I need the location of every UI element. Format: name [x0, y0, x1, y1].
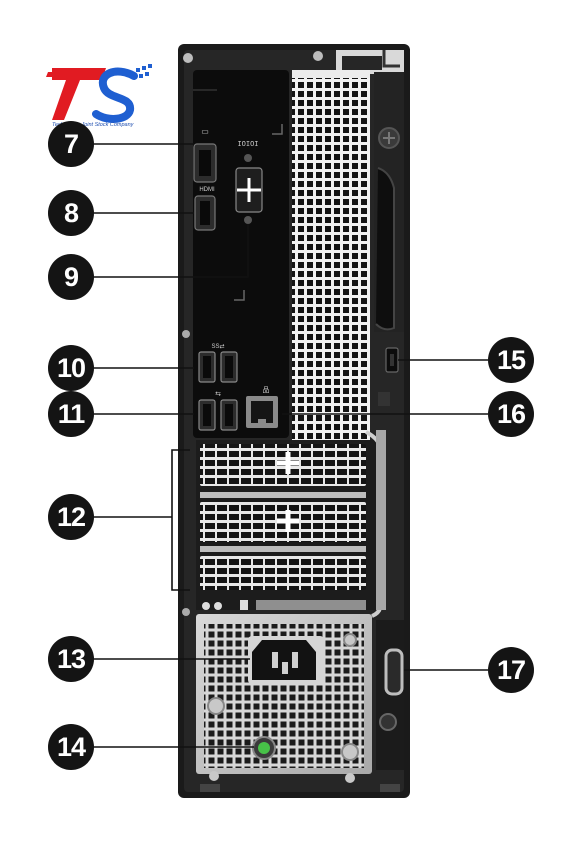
svg-text:IOIOI: IOIOI [237, 141, 258, 149]
svg-text:▭: ▭ [201, 127, 209, 136]
power-connector [252, 640, 316, 680]
svg-text:⇆: ⇆ [215, 391, 221, 398]
callout-14: 14 [48, 724, 94, 770]
svg-text:品: 品 [263, 386, 270, 394]
callout-17: 17 [488, 647, 534, 693]
callout-12: 12 [48, 494, 94, 540]
logo-mark-icon [46, 64, 152, 123]
callout-15: 15 [488, 337, 534, 383]
leader-lines [90, 143, 488, 748]
expansion-slot-cover [200, 556, 366, 590]
upper-vent [292, 76, 370, 440]
svg-text:HDMI: HDMI [199, 187, 215, 193]
padlock-ring [384, 648, 404, 696]
brand-logo: Technology Joint Stock Company [46, 58, 156, 136]
callout-13: 13 [48, 636, 94, 682]
callout-16: 16 [488, 391, 534, 437]
callout-8: 8 [48, 190, 94, 236]
io-shield [193, 70, 289, 438]
callout-10: 10 [48, 345, 94, 391]
brand-tagline: Technology Joint Stock Company [52, 122, 134, 128]
callout-7: 7 [48, 121, 94, 167]
callout-11: 11 [48, 391, 94, 437]
svg-text:SS⇄: SS⇄ [211, 343, 224, 350]
callout-9: 9 [48, 254, 94, 300]
